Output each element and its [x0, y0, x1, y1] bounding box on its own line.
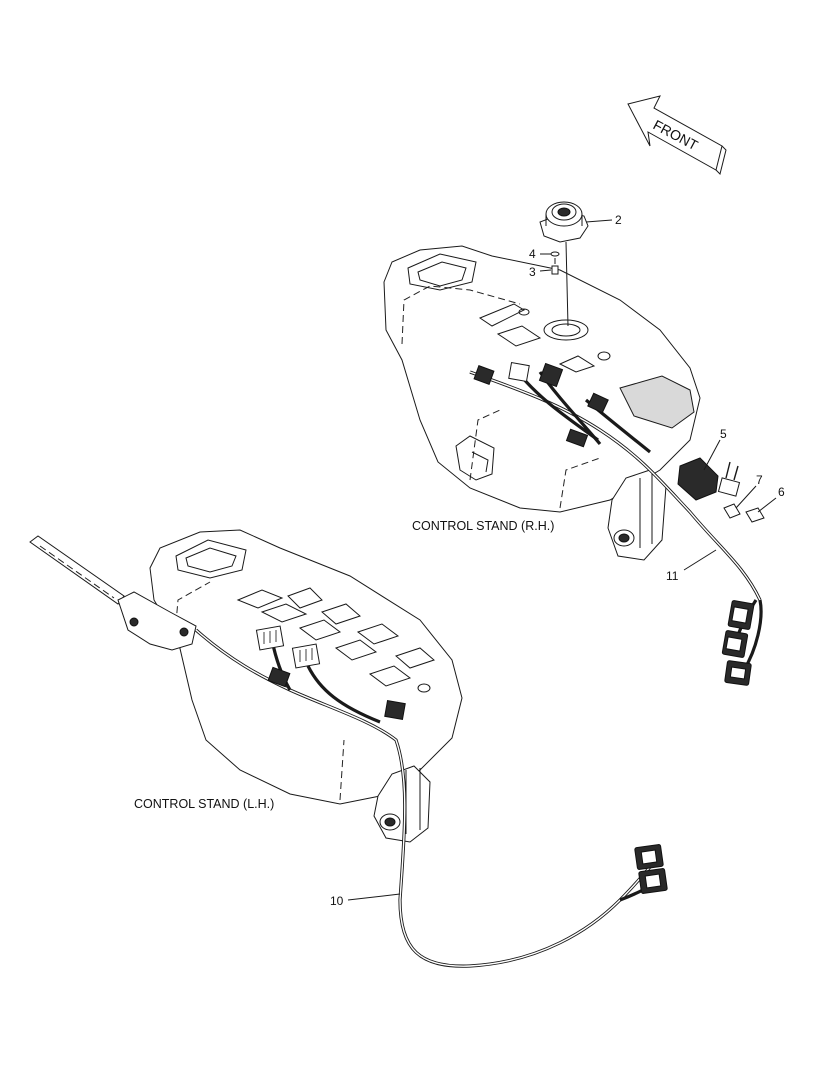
- screw-washer-parts-3-4: [550, 251, 560, 275]
- wire-harness-11: [469, 361, 763, 686]
- joystick-lever: [29, 535, 197, 651]
- callout-2: 2: [615, 213, 622, 227]
- caption-control-stand-lh: CONTROL STAND (L.H.): [134, 797, 274, 811]
- callout-10: 10: [330, 894, 344, 908]
- callout-leaders: [347, 219, 777, 901]
- callout-7: 7: [756, 473, 763, 487]
- front-arrow: FRONT: [627, 95, 727, 175]
- switch-knob-part-2: [539, 201, 589, 327]
- wire-harness-10: [194, 625, 668, 968]
- callout-5: 5: [720, 427, 727, 441]
- control-stand-rh: [383, 245, 701, 561]
- control-stand-lh: [149, 529, 463, 843]
- callout-numbers: 2 4 3 5 7 6 11 10: [330, 213, 785, 908]
- callout-4: 4: [529, 247, 536, 261]
- plate-parts-6-7: [723, 503, 765, 523]
- callout-11: 11: [666, 569, 679, 583]
- caption-control-stand-rh: CONTROL STAND (R.H.): [412, 519, 554, 533]
- callout-3: 3: [529, 265, 536, 279]
- callout-6: 6: [778, 485, 785, 499]
- toggle-switch-part-5: [677, 457, 741, 501]
